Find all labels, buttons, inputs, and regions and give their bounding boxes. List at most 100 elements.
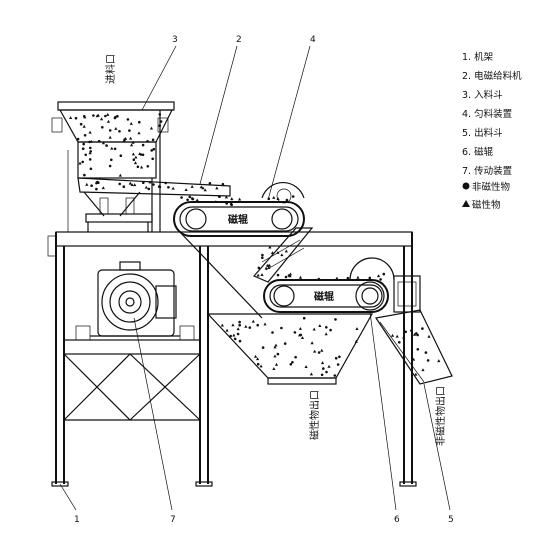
particle-triangle: [427, 334, 431, 338]
particle-dot: [325, 370, 328, 374]
particle-dot: [146, 140, 149, 143]
particle-triangle: [231, 323, 235, 327]
particle-triangle: [106, 119, 111, 123]
particle-dot: [88, 140, 91, 144]
particle-dot: [276, 352, 280, 356]
particle-dot: [238, 320, 241, 324]
particle-triangle: [215, 186, 219, 190]
particle-dot: [334, 356, 338, 360]
particle-dot: [74, 116, 78, 120]
particle-triangle: [114, 126, 118, 130]
particle-dot: [233, 337, 237, 341]
particle-dot: [83, 134, 87, 137]
particle-dot: [118, 182, 121, 186]
particle-dot: [256, 362, 260, 366]
particle-dot: [291, 195, 295, 198]
legend-item-feeder: 2. 电磁给料机: [462, 70, 522, 82]
particle-dot: [142, 181, 145, 184]
particle-triangle: [100, 117, 104, 121]
particle-dot: [95, 187, 98, 191]
particle-triangle: [230, 197, 234, 201]
particle-triangle: [232, 333, 236, 337]
particle-dot: [82, 142, 85, 146]
particle-dot: [164, 181, 167, 185]
particle-triangle: [128, 181, 132, 185]
particle-triangle: [251, 319, 255, 323]
particle-dot: [152, 183, 155, 186]
particle-triangle: [335, 276, 339, 280]
upper-magnetic-roller-belt: [173, 182, 305, 237]
particle-dot: [229, 334, 232, 338]
particle-triangle: [69, 116, 73, 120]
particle-triangle: [411, 357, 416, 361]
particle-dot: [118, 130, 121, 133]
particle-dot: [299, 333, 303, 337]
particle-triangle: [270, 251, 275, 254]
legend-item-frame: 1. 机架: [462, 51, 494, 63]
particle-triangle: [88, 130, 92, 134]
particle-dot: [97, 181, 100, 184]
particle-dot: [132, 158, 136, 161]
particle-dot: [218, 195, 221, 198]
particle-triangle: [288, 274, 292, 278]
particle-dot: [79, 122, 83, 126]
particle-triangle: [313, 349, 317, 353]
callout-2: 2: [236, 35, 242, 45]
particle-triangle: [276, 197, 280, 201]
particle-triangle: [255, 357, 260, 361]
particle-dot: [141, 143, 145, 147]
particle-triangle: [309, 372, 314, 376]
particle-triangle: [421, 368, 425, 372]
particle-triangle: [190, 184, 194, 188]
particle-dot: [113, 147, 117, 151]
leader-lines: [59, 45, 451, 511]
particle-dot: [82, 115, 86, 118]
particle-triangle: [284, 249, 288, 253]
particle-dot: [92, 114, 95, 117]
particle-dot: [379, 278, 382, 281]
particle-dot: [110, 158, 113, 162]
transfer-chute: [253, 227, 314, 283]
particle-dot: [294, 355, 297, 359]
particle-dot: [410, 329, 413, 332]
particle-dot: [334, 318, 337, 321]
particle-triangle: [264, 266, 268, 270]
particle-dot: [141, 153, 145, 157]
particle-dot: [421, 327, 424, 330]
particle-dot: [151, 157, 154, 161]
particle-dot: [382, 272, 386, 276]
magnetic-outlet-label: 磁性物出口: [308, 390, 321, 440]
particle-triangle: [101, 141, 106, 145]
particle-triangle: [273, 354, 277, 358]
particle-dot: [302, 316, 306, 320]
particle-triangle: [356, 275, 360, 279]
particle-dot: [89, 167, 93, 171]
particle-dot: [116, 114, 119, 118]
nonmagnetic-outlet-label: 非磁性物出口: [434, 386, 447, 446]
particle-triangle: [259, 364, 263, 368]
particle-dot: [81, 147, 85, 150]
particle-dot: [90, 184, 93, 187]
particle-triangle: [354, 339, 358, 343]
drive-unit: [75, 261, 195, 341]
particle-triangle: [244, 324, 248, 328]
particle-dot: [283, 342, 287, 345]
particle-triangle: [85, 182, 89, 186]
particle-dot: [122, 185, 126, 188]
particle-triangle: [133, 183, 137, 187]
particle-dot: [293, 331, 297, 334]
machine-frame: [47, 231, 417, 487]
lower-roller-label: 磁辊: [314, 290, 334, 303]
particle-dot: [329, 328, 332, 332]
particle-triangle: [412, 332, 417, 336]
particle-dot: [280, 326, 283, 330]
particle-triangle: [138, 152, 142, 155]
legend-item-roller: 6. 磁辊: [462, 146, 494, 158]
particle-dot: [256, 323, 260, 327]
particle-dot: [336, 363, 340, 366]
particle-triangle: [108, 135, 112, 139]
particle-triangle: [310, 341, 314, 345]
particle-triangle: [304, 365, 308, 369]
particle-triangle: [272, 367, 276, 371]
